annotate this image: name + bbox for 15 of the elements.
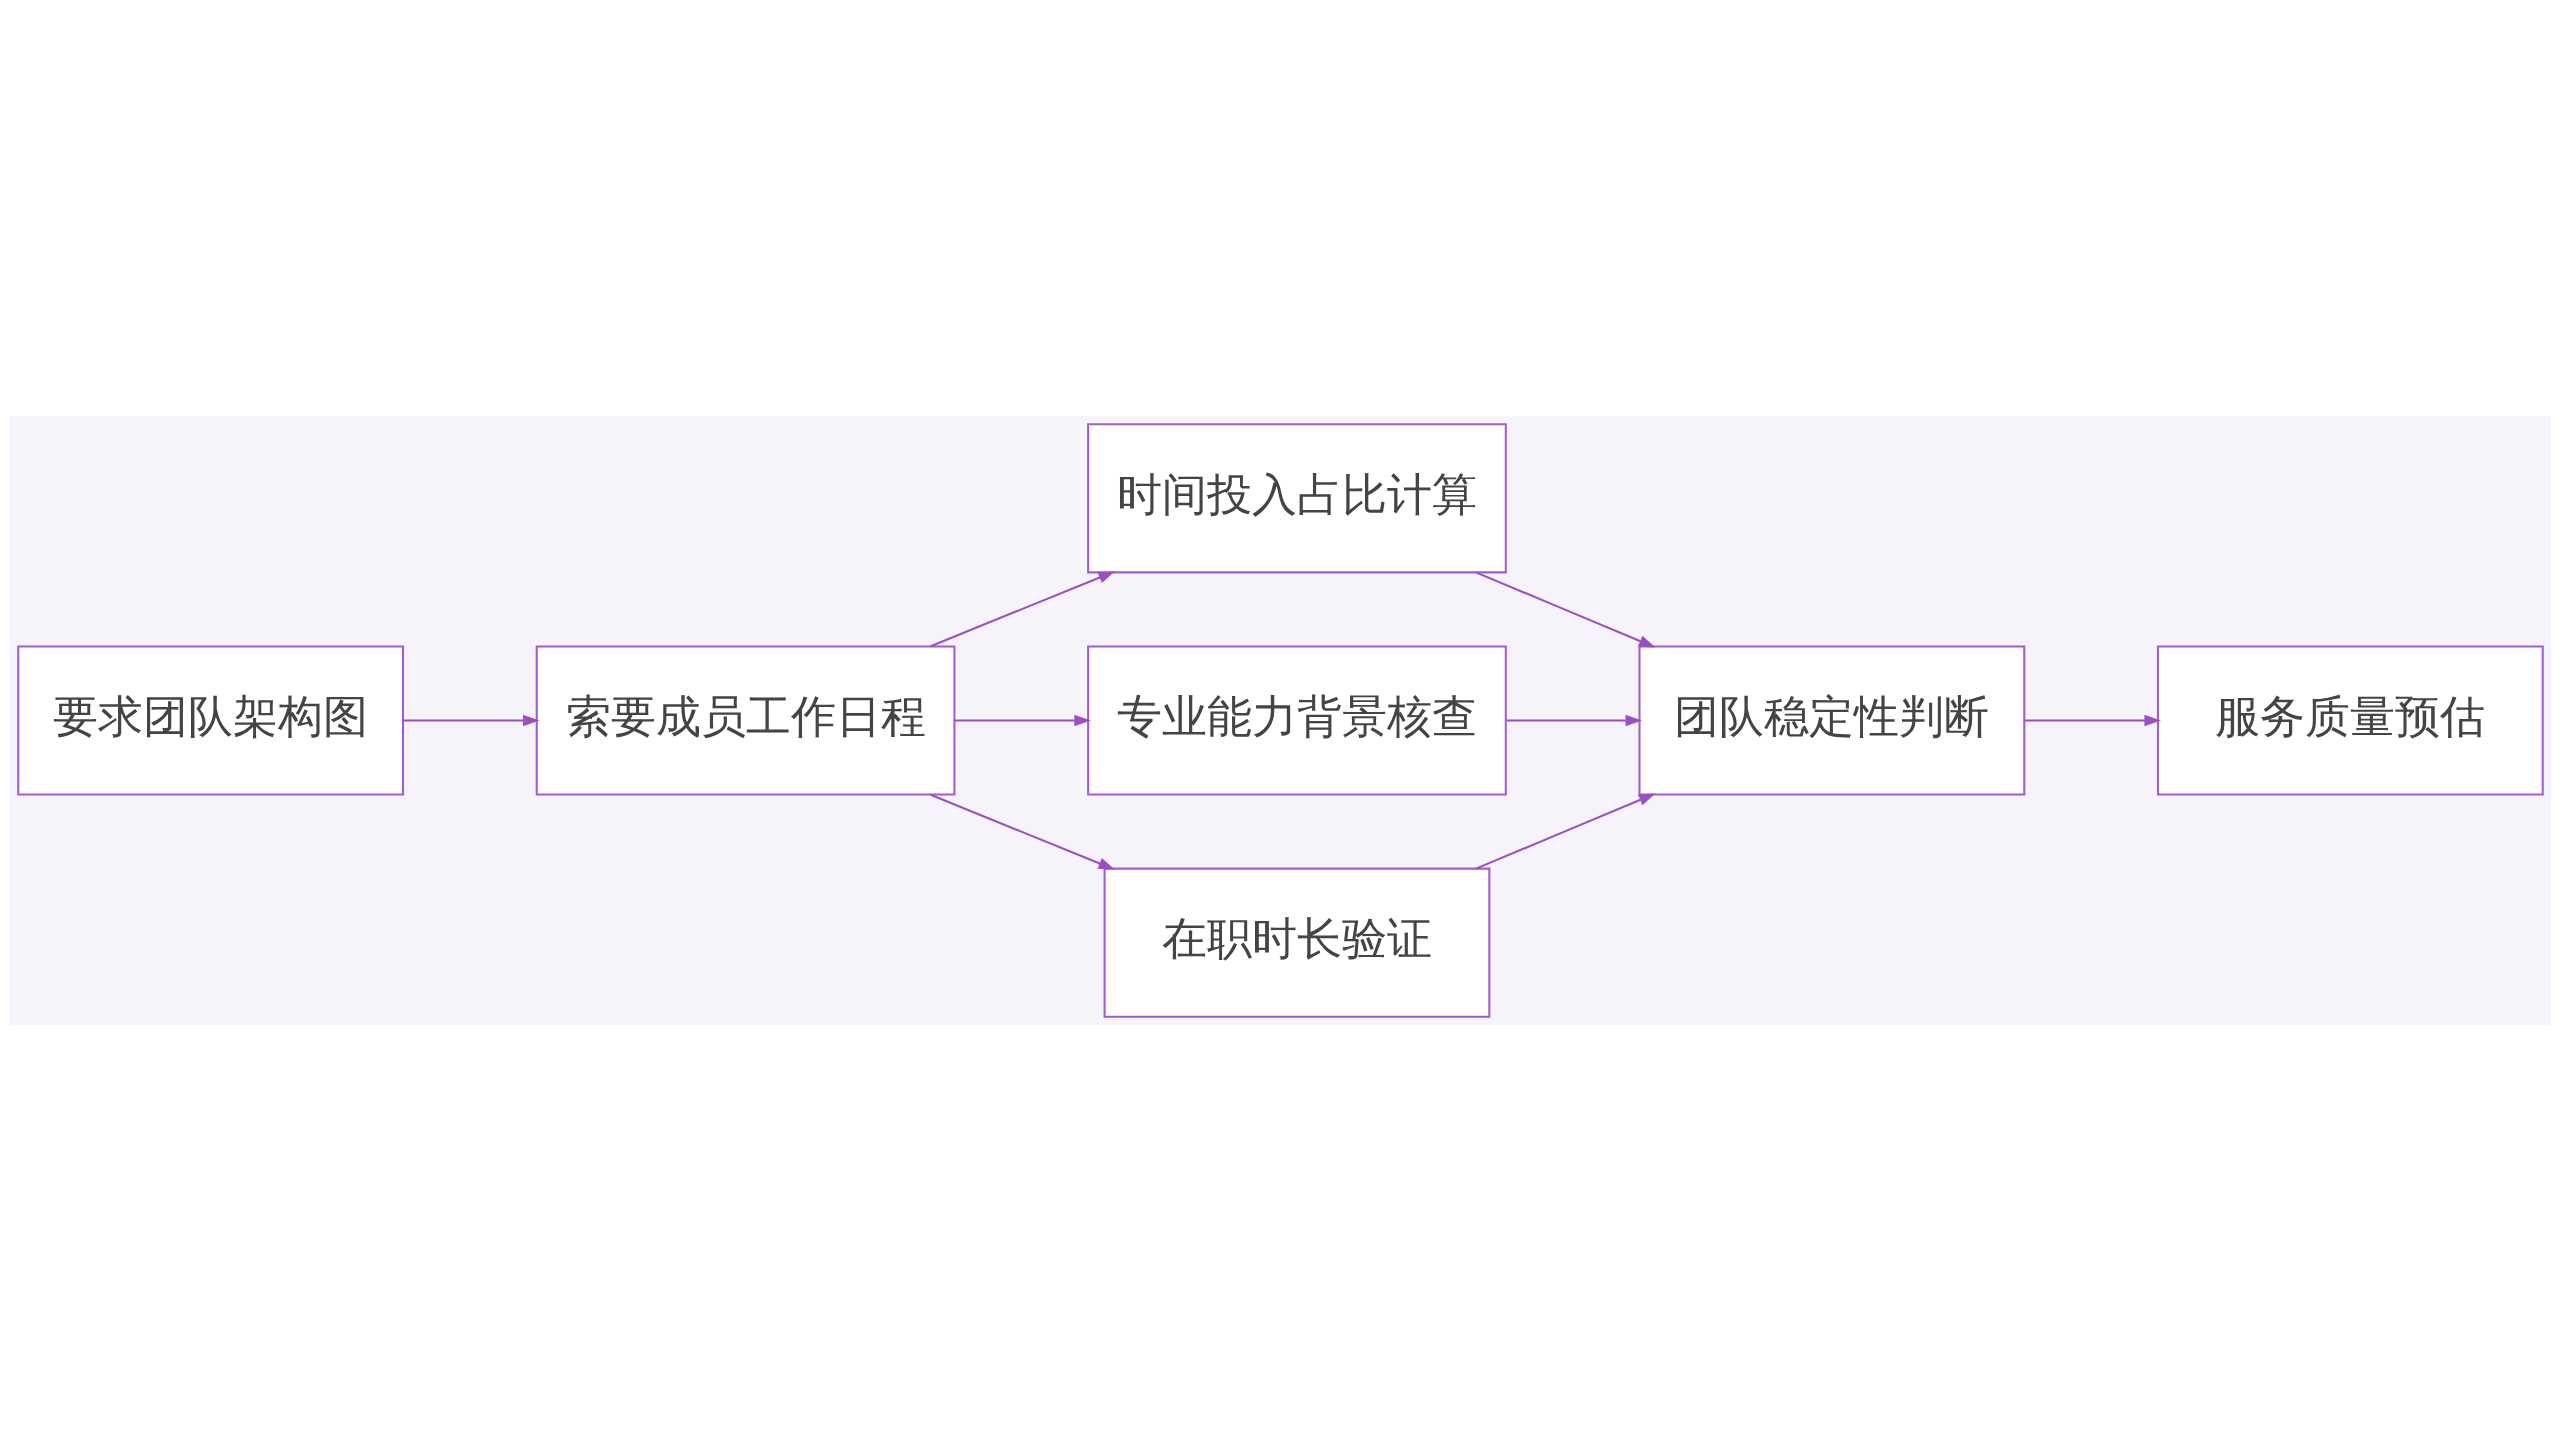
node-box: 团队稳定性判断 xyxy=(1638,644,2025,796)
node-box: 索要成员工作日程 xyxy=(535,644,955,796)
arrow xyxy=(2024,714,2161,726)
arrow xyxy=(1506,714,1642,726)
arrow xyxy=(929,570,1115,647)
node-box: 时间投入占比计算 xyxy=(1086,422,1507,573)
arrow xyxy=(954,714,1091,726)
node-box: 在职时长验证 xyxy=(1103,867,1490,1018)
arrow xyxy=(929,793,1115,870)
arrow xyxy=(403,714,539,726)
node-box: 专业能力背景核查 xyxy=(1086,644,1507,796)
node-box: 服务质量预估 xyxy=(2156,644,2544,796)
arrow xyxy=(1475,571,1655,647)
node-box: 要求团队架构图 xyxy=(16,644,404,796)
arrow xyxy=(1475,793,1655,869)
